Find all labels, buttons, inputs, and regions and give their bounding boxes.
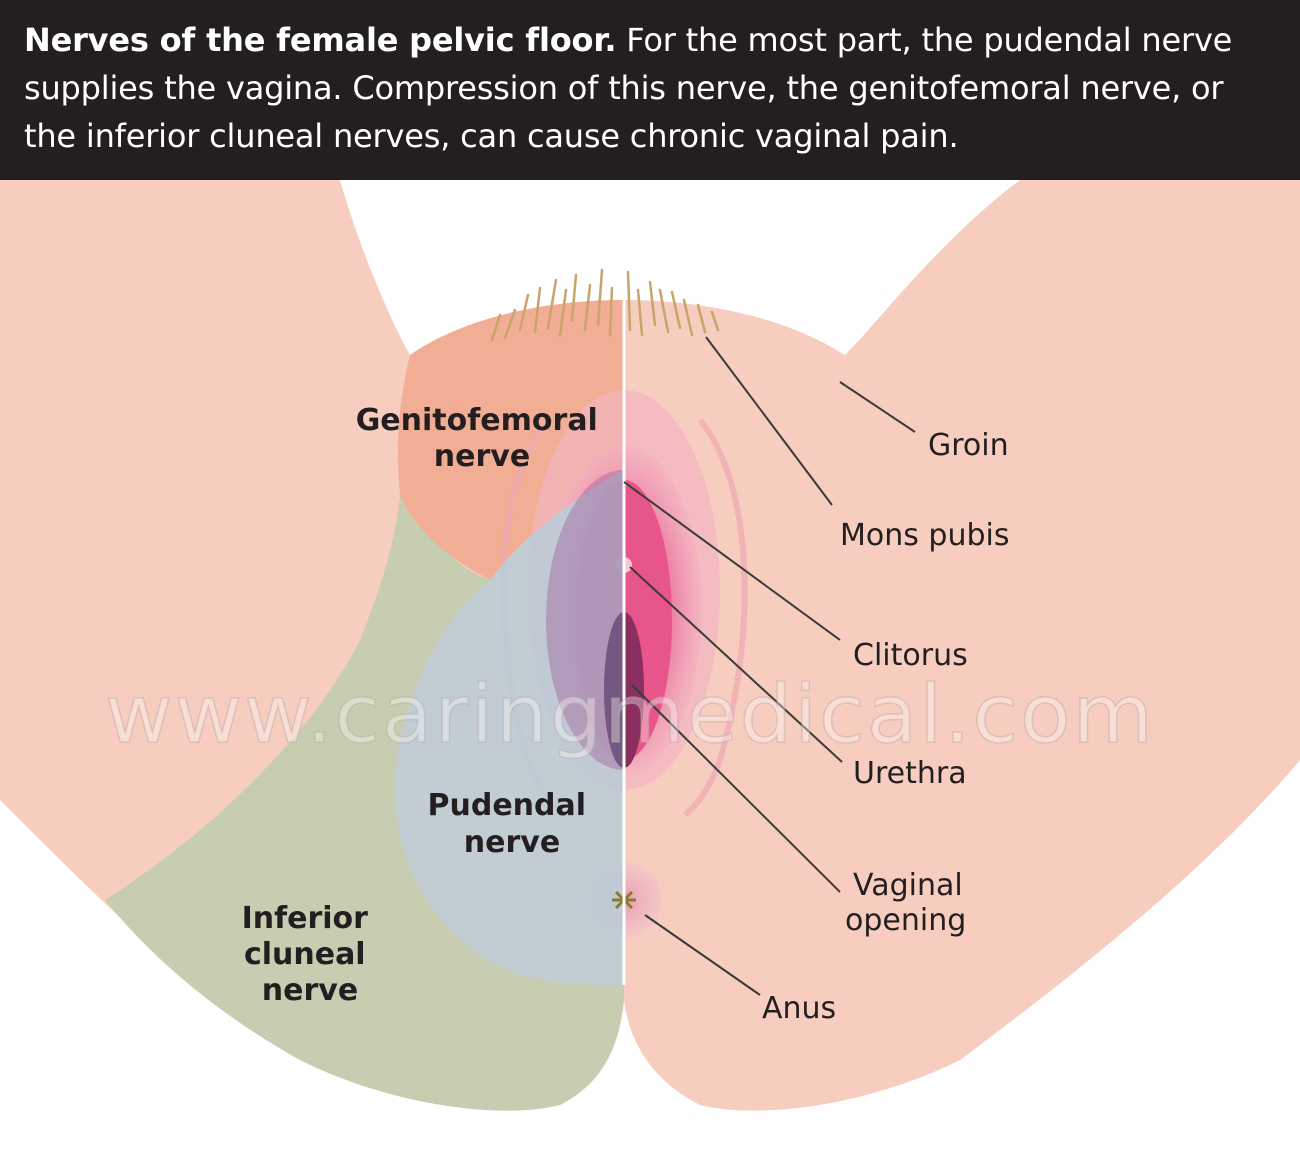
genitofemoral-label-line2: nerve — [434, 439, 530, 474]
leader-mons-pubis — [705, 336, 833, 506]
vulva-left-tint — [546, 470, 624, 770]
watermark: www.caringmedical.com — [105, 668, 1155, 761]
leader-anus — [644, 914, 761, 996]
leader-vaginal-opening — [631, 684, 841, 893]
genitofemoral-label: Genitofemoral nerve — [356, 403, 609, 474]
inferior-cluneal-label: Inferior cluneal nerve — [242, 901, 379, 1008]
clitorus-label: Clitorus — [853, 638, 968, 673]
groin-label: Groin — [928, 428, 1009, 463]
pudendal-label-line2: nerve — [464, 825, 560, 860]
urethra-label: Urethra — [853, 756, 967, 791]
caption-header: Nerves of the female pelvic floor. For t… — [0, 0, 1300, 180]
leader-groin — [839, 381, 916, 433]
inferior-cluneal-label-line1: Inferior — [242, 901, 369, 936]
caption-text: For the most part, the pudendal nerve su… — [24, 21, 1233, 155]
pubic-hair — [490, 268, 720, 342]
inferior-cluneal-region — [105, 495, 624, 1111]
mons-pubis-label: Mons pubis — [840, 518, 1009, 553]
caption-title: Nerves of the female pelvic floor. — [24, 21, 617, 59]
vaginal-opening-label-line2: opening — [845, 903, 966, 938]
pudendal-region — [394, 470, 624, 985]
vaginal-opening-label: Vaginal opening — [845, 868, 972, 938]
leader-lines — [623, 336, 916, 996]
anus-label: Anus — [762, 991, 836, 1026]
vaginal-opening-label-line1: Vaginal — [853, 868, 963, 903]
genitofemoral-region — [398, 300, 624, 580]
leader-urethra — [629, 566, 843, 763]
genitofemoral-label-line1: Genitofemoral — [356, 403, 598, 438]
inferior-cluneal-label-line2: cluneal — [244, 937, 366, 972]
inferior-cluneal-label-line3: nerve — [262, 973, 358, 1008]
pudendal-label: Pudendal nerve — [428, 788, 597, 860]
leader-clitorus — [623, 481, 841, 641]
pudendal-label-line1: Pudendal — [428, 788, 587, 823]
